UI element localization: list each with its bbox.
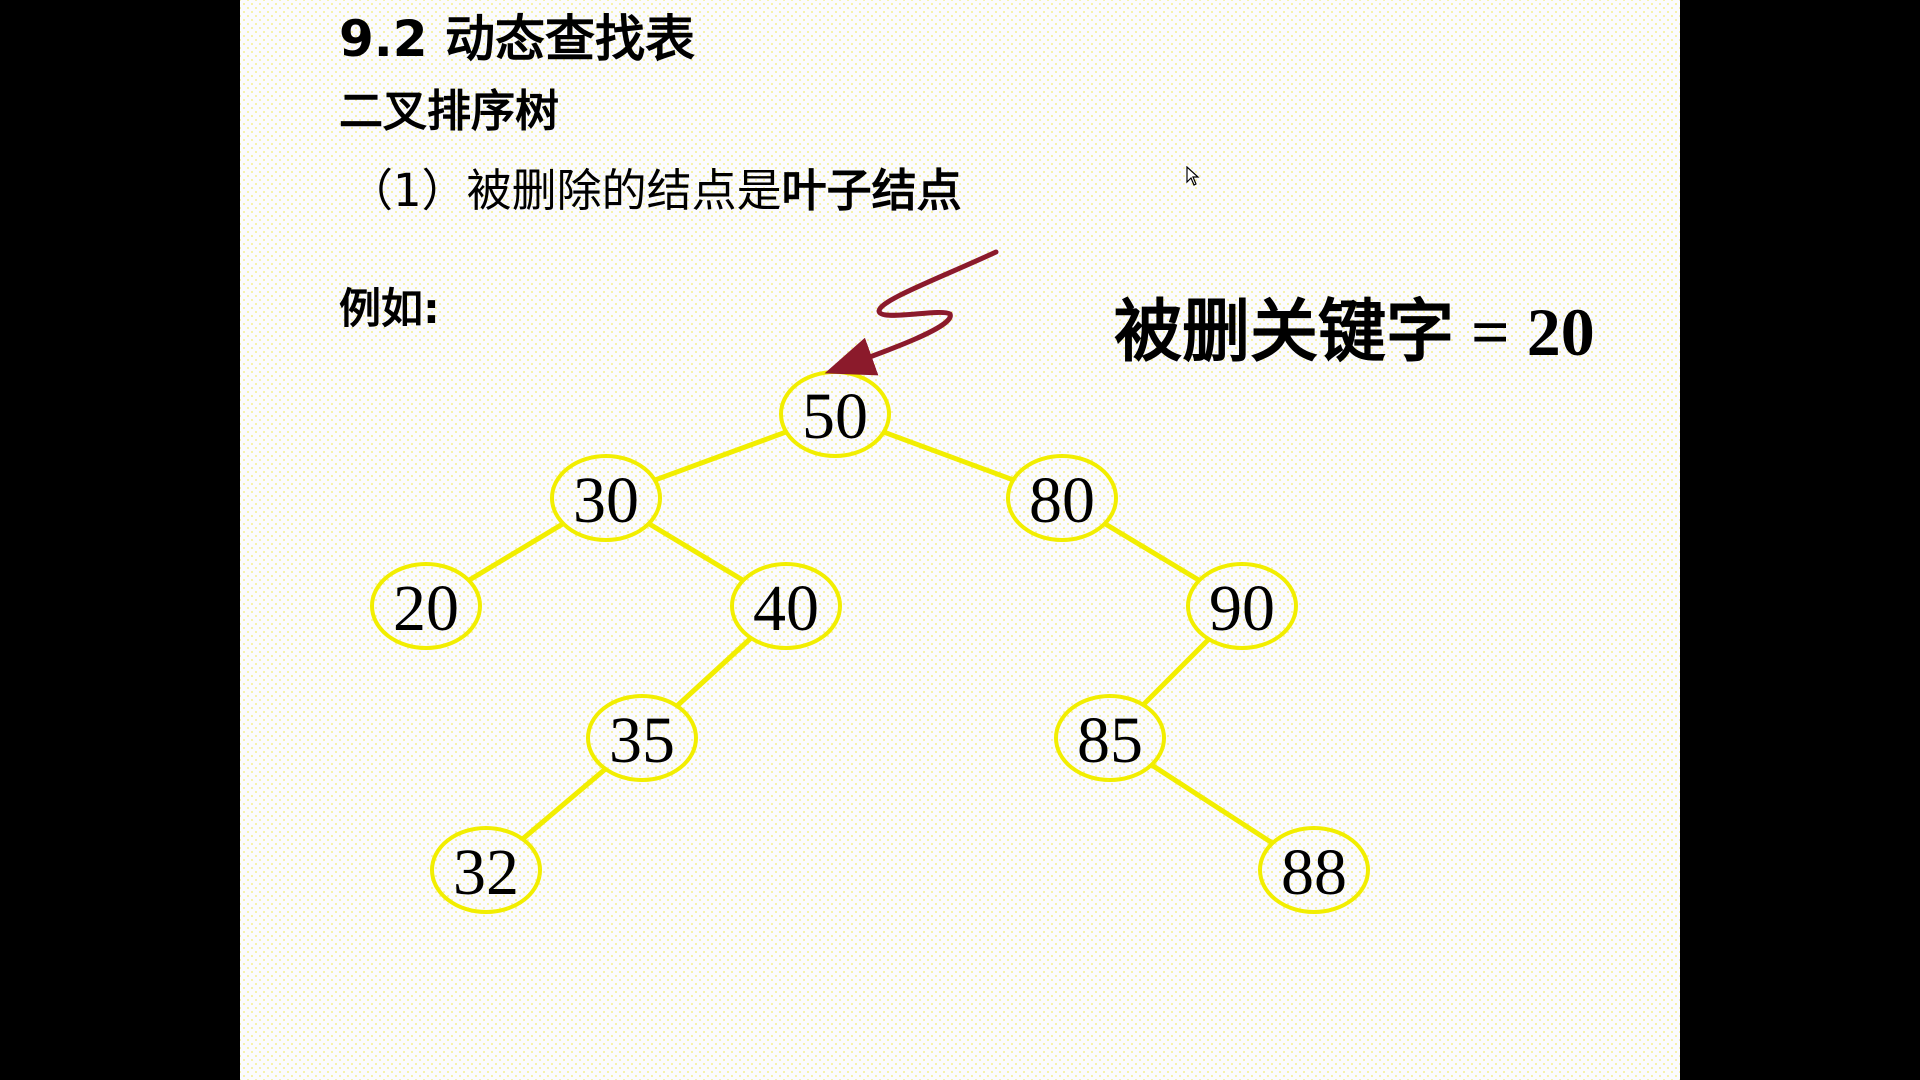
tree-node-30: 30 — [550, 454, 662, 542]
node-value: 35 — [609, 704, 675, 777]
node-value: 80 — [1029, 464, 1095, 537]
slide-title: 9.2 动态查找表 — [339, 10, 695, 68]
node-ellipse — [370, 562, 482, 650]
pointer-arrow-icon — [824, 249, 999, 376]
node-value: 90 — [1209, 572, 1275, 645]
node-value: 88 — [1281, 836, 1347, 909]
node-value: 30 — [573, 464, 639, 537]
case-description: （1）被删除的结点是叶子结点 — [348, 168, 962, 213]
tree-node-88: 88 — [1258, 826, 1370, 914]
tree-edge — [467, 521, 565, 583]
tree-edge — [675, 636, 753, 708]
tree-edges — [467, 429, 1274, 846]
node-ellipse — [430, 826, 542, 914]
binary-search-tree-diagram: 50 30 80 20 40 90 35 85 32 88 — [370, 249, 1370, 914]
tree-node-35: 35 — [586, 694, 698, 782]
tree-edge — [882, 429, 1015, 483]
node-ellipse — [550, 454, 662, 542]
tree-node-85: 85 — [1054, 694, 1166, 782]
node-ellipse — [1186, 562, 1298, 650]
deleted-key-value: 20 — [1526, 294, 1595, 370]
node-value: 20 — [393, 572, 459, 645]
node-ellipse — [1054, 694, 1166, 782]
tree-node-32: 32 — [430, 826, 542, 914]
tree-node-80: 80 — [1006, 454, 1118, 542]
tree-edge — [1141, 637, 1211, 707]
node-value: 32 — [453, 836, 519, 909]
deleted-key-label: 被删关键字 — [1114, 293, 1455, 372]
node-value: 85 — [1077, 704, 1143, 777]
tree-edge — [520, 767, 608, 841]
tree-edge — [1103, 521, 1201, 583]
deleted-key-operator: = — [1454, 294, 1527, 370]
slide-subtitle: 二叉排序树 — [339, 86, 559, 137]
example-label: 例如: — [339, 284, 440, 333]
node-value: 40 — [753, 572, 819, 645]
node-value: 50 — [802, 380, 868, 453]
tree-nodes: 50 30 80 20 40 90 35 85 32 88 — [370, 370, 1370, 914]
tree-node-20: 20 — [370, 562, 482, 650]
deleted-key-caption: 被删关键字 = 20 — [1114, 298, 1595, 367]
node-ellipse — [730, 562, 842, 650]
mouse-cursor-icon — [1186, 166, 1200, 186]
tree-node-40: 40 — [730, 562, 842, 650]
tree-edge — [1150, 762, 1274, 846]
slide: 9.2 动态查找表 二叉排序树 （1）被删除的结点是叶子结点 例如: 被删关键字… — [240, 0, 1680, 1080]
tree-node-90: 90 — [1186, 562, 1298, 650]
case-prefix: （1）被删除的结点是 — [348, 164, 782, 217]
case-emphasis: 叶子结点 — [781, 164, 962, 217]
node-ellipse — [1006, 454, 1118, 542]
node-ellipse — [1258, 826, 1370, 914]
tree-node-50: 50 — [779, 370, 891, 458]
node-ellipse — [586, 694, 698, 782]
tree-edge — [653, 429, 788, 483]
tree-edge — [647, 521, 745, 583]
